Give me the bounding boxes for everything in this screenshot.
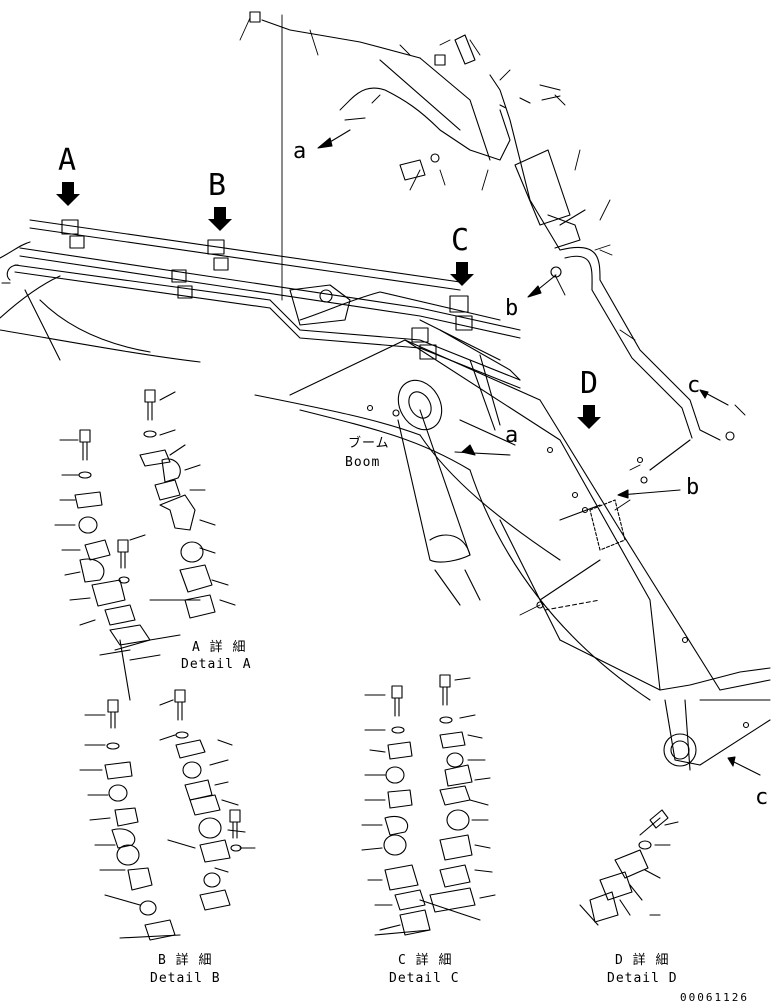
piping-upper (249, 11, 735, 609)
ref-label-a-lower: a (505, 423, 519, 448)
leader-lines (239, 14, 746, 616)
drawing-number: 00061126 (680, 991, 749, 1004)
detail-c-title-jp: C 詳 細 (398, 953, 453, 968)
ref-label-c-upper: c (687, 373, 701, 398)
detail-b-title-jp: B 詳 細 (158, 953, 213, 968)
detail-d-parts (579, 809, 679, 926)
ref-label-c-lower: c (755, 785, 769, 810)
detail-c-title-en: Detail C (389, 971, 460, 986)
detail-b-parts (79, 689, 256, 941)
callout-d-label: D (580, 366, 599, 401)
boom-label-en: Boom (345, 455, 381, 470)
boom-body (0, 275, 771, 771)
boom-label-jp: ブーム (348, 436, 390, 451)
detail-d-title-jp: D 詳 細 (615, 953, 670, 968)
leader-arrow-icon (317, 129, 761, 776)
detail-d-title-en: Detail D (607, 971, 678, 986)
detail-c-parts (361, 674, 496, 936)
ref-label-b-lower: b (686, 475, 700, 500)
detail-a-title-jp: A 詳 細 (192, 640, 247, 655)
ref-label-a-upper: a (293, 139, 307, 164)
ref-label-b-upper: b (505, 296, 519, 321)
callout-c-label: C (451, 223, 470, 258)
down-arrow-icon (56, 182, 601, 429)
callout-b-label: B (208, 168, 227, 203)
boom-cylinder (397, 379, 481, 606)
piping-main (0, 219, 521, 431)
detail-a-parts (54, 389, 236, 701)
detail-b-title-en: Detail B (150, 971, 221, 986)
callout-a-label: A (58, 143, 77, 178)
detail-a-title-en: Detail A (181, 657, 252, 672)
